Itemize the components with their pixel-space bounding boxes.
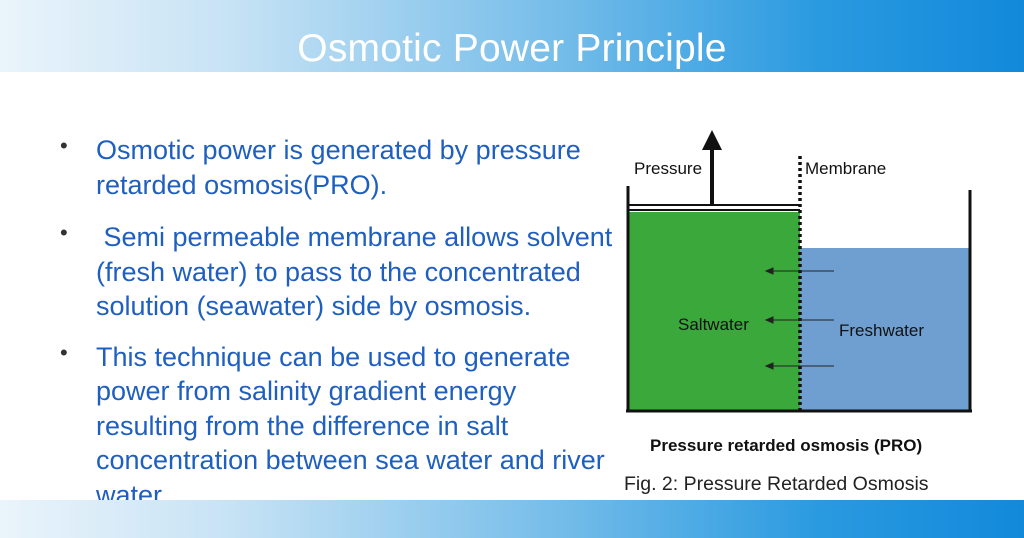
bullet-text: Osmotic power is generated by pressure r…: [96, 135, 581, 200]
pro-figure: Pressure Membrane Saltwater Freshwater P…: [620, 128, 1000, 498]
freshwater-label: Freshwater: [839, 321, 924, 340]
saltwater-label: Saltwater: [678, 315, 749, 334]
flow-arrows: [764, 267, 834, 370]
slide-title: Osmotic Power Principle: [297, 27, 727, 70]
diagram-title: Pressure retarded osmosis (PRO): [650, 436, 922, 455]
title-bar: [0, 0, 1024, 72]
bullet-dot-icon: •: [60, 133, 68, 158]
membrane-label: Membrane: [805, 159, 886, 178]
pressure-arrow-head: [702, 130, 722, 150]
figure-caption: Fig. 2: Pressure Retarded Osmosis: [624, 473, 929, 495]
bullet-dot-icon: •: [60, 339, 68, 365]
pressure-label: Pressure: [634, 159, 702, 178]
bullet-dot-icon: •: [60, 220, 68, 245]
bullet-item: • This technique can be used to generate…: [58, 340, 618, 513]
pro-diagram: Pressure Membrane Saltwater Freshwater P…: [626, 130, 972, 455]
saltwater-region: [628, 212, 800, 410]
bullet-item: • Osmotic power is generated by pressure…: [58, 133, 618, 202]
footer-bar: [0, 500, 1024, 538]
bullet-item: • Semi permeable membrane allows solvent…: [58, 220, 618, 324]
freshwater-region: [800, 248, 970, 410]
bullet-text: This technique can be used to generate p…: [96, 341, 605, 510]
bullet-list: • Osmotic power is generated by pressure…: [58, 133, 618, 530]
bullet-text: Semi permeable membrane allows solvent (…: [96, 222, 620, 321]
